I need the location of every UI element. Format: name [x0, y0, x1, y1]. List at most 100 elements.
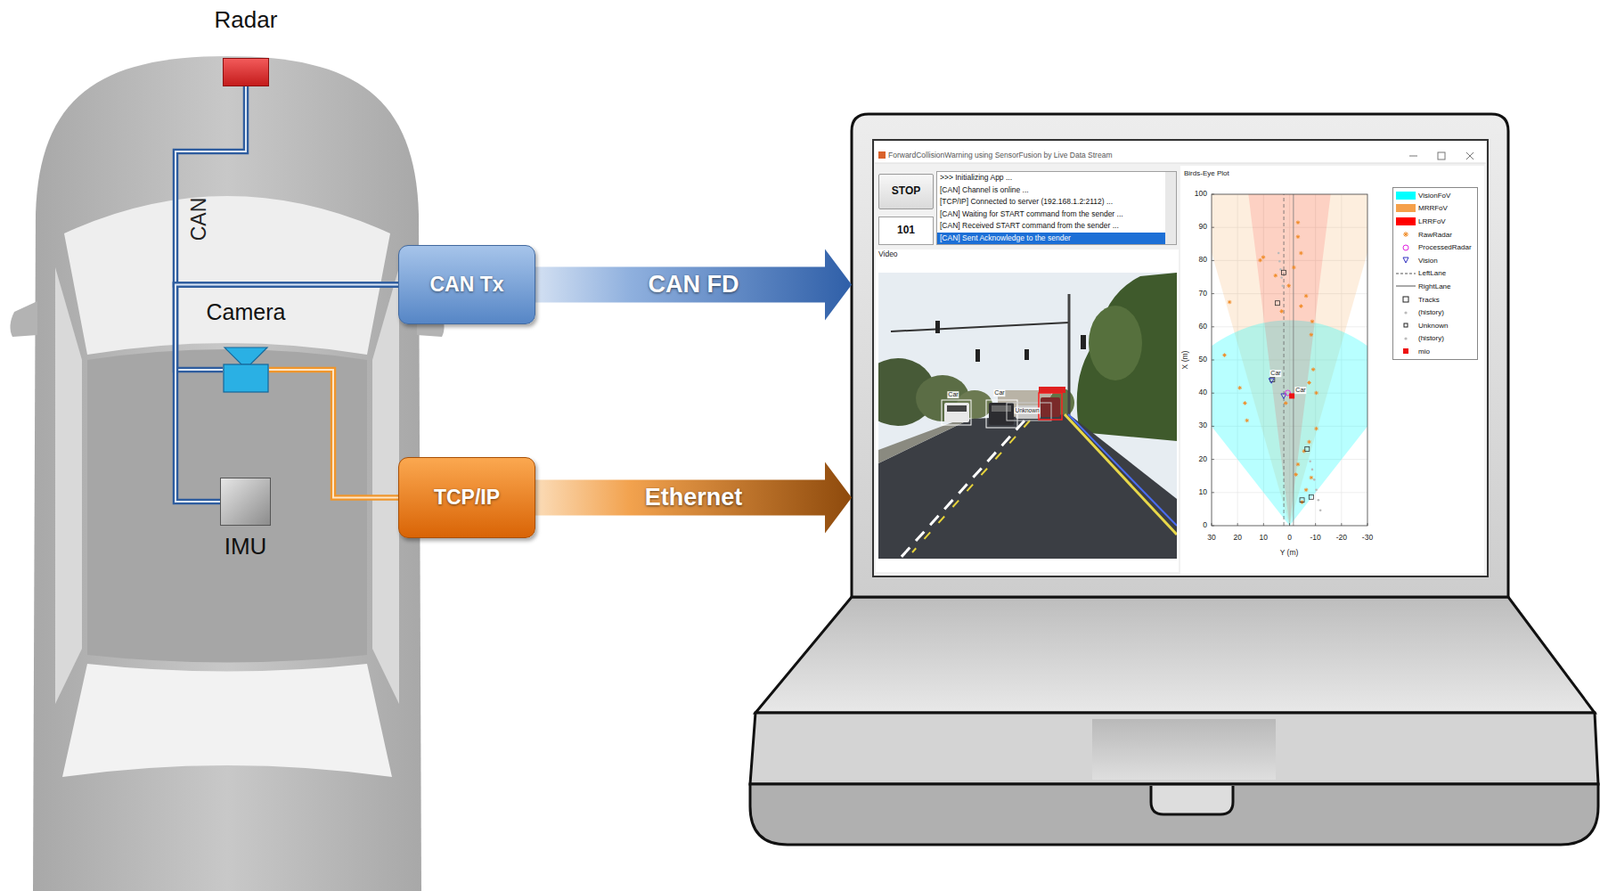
- video-frame: [1038, 392, 1062, 420]
- axis-tick-label: 10: [1259, 533, 1268, 542]
- legend-label: Unknown: [1418, 321, 1448, 330]
- legend-label: ProcessedRadar: [1418, 243, 1472, 252]
- track-marker: [1275, 301, 1281, 306]
- bus-wire: [175, 86, 399, 286]
- axis-ticks: [1237, 522, 1239, 526]
- field-of-view: [1242, 194, 1337, 526]
- track-marker: [1305, 446, 1310, 451]
- bus-wire: [175, 285, 399, 503]
- legend-sample: [1393, 280, 1419, 292]
- track-history: [1319, 508, 1323, 512]
- axis-ticks: [1289, 522, 1290, 526]
- node-label: [TCP/IP] Connected to server (192.168.1.…: [937, 195, 1166, 209]
- legend-sample: [1393, 307, 1419, 319]
- track-marker: [1281, 269, 1286, 275]
- vision-marker: [1268, 378, 1274, 384]
- axis-tick-label: 30: [1207, 533, 1216, 542]
- bus-wire: [175, 285, 399, 371]
- legend-row: mio: [1393, 344, 1478, 359]
- app-window: [875, 249, 1179, 572]
- axis-tick-label: 20: [1232, 533, 1241, 542]
- video-frame: [912, 420, 1030, 553]
- axis-ticks: [1211, 326, 1215, 327]
- legend-row: Vision: [1393, 253, 1478, 268]
- legend-label: (history): [1418, 334, 1445, 343]
- legend-sample: [1393, 268, 1419, 279]
- legend-marker: [1395, 255, 1417, 265]
- legend-swatch: [1403, 348, 1409, 354]
- radar-point: [1298, 303, 1303, 308]
- axis-tick-label: -30: [1362, 533, 1373, 542]
- radar-point: [1242, 400, 1247, 405]
- video-frame: [1068, 293, 1071, 426]
- video-frame: [975, 349, 980, 362]
- node-label: [CAN] Waiting for START command from the…: [937, 208, 1166, 221]
- radar-point: [1311, 367, 1315, 371]
- track-history: [1311, 468, 1315, 472]
- legend-sample: [1393, 203, 1419, 214]
- app-window: [874, 141, 1486, 574]
- video-frame: [1080, 334, 1086, 350]
- legend-marker: [1403, 244, 1409, 251]
- app-window: [1409, 155, 1418, 157]
- video-frame: [1024, 349, 1029, 360]
- text-label: Video: [878, 250, 898, 259]
- legend-label: (history): [1418, 308, 1445, 317]
- legend-sample: [1393, 319, 1419, 331]
- track-history: [1313, 478, 1316, 482]
- legend-marker: [1403, 257, 1409, 263]
- car-silhouette: [55, 267, 82, 704]
- legend-sample: [1393, 242, 1419, 254]
- node-label: IMU: [224, 533, 268, 561]
- legend-sample: [1393, 333, 1419, 344]
- legend-sample: [1393, 345, 1419, 357]
- app-window: [874, 163, 1486, 164]
- legend-swatch: [1395, 191, 1416, 200]
- node-label: [CAN] Channel is online ...: [937, 184, 1166, 197]
- lane-line: [1283, 194, 1285, 526]
- plot-frame: [1211, 194, 1368, 526]
- axis-tick-label: 0: [1287, 533, 1292, 542]
- bus-wire: [175, 285, 399, 371]
- axis-tick-label: 50: [1199, 355, 1208, 364]
- legend-marker: [1395, 269, 1417, 278]
- axis-ticks: [1314, 522, 1316, 526]
- axis-ticks: [1211, 392, 1215, 394]
- block-arrow: [535, 249, 852, 321]
- edge-label: CAN: [187, 197, 211, 242]
- legend-row: (history): [1393, 305, 1478, 319]
- video-frame: [991, 405, 1012, 412]
- axis-tick-label: 90: [1199, 223, 1208, 232]
- legend-row: LRRFoV: [1393, 214, 1478, 229]
- bus-wire: [175, 86, 399, 286]
- video-frame: [988, 402, 1014, 425]
- radar-sensor: Radar: [222, 57, 270, 87]
- radar-point: [1309, 475, 1314, 480]
- car-silhouette: [64, 195, 391, 355]
- legend-row: RawRadar: [1393, 228, 1478, 242]
- block-arrow: [535, 462, 852, 534]
- legend-marker: [1395, 281, 1417, 291]
- camera-sensor: Camera: [222, 346, 270, 393]
- block-arrow: [535, 462, 852, 534]
- log-panel: >>> Initializing App ...[CAN] Channel is…: [936, 171, 1177, 245]
- radar-point: [1222, 352, 1226, 357]
- legend-label: VisionFoV: [1418, 191, 1451, 200]
- node-label: TCP/IP: [433, 485, 500, 509]
- axis-ticks: [1211, 491, 1215, 493]
- legend-label: LeftLane: [1418, 269, 1446, 278]
- camera-icon: [224, 347, 268, 365]
- bus-wire: [175, 285, 399, 503]
- video-frame: [946, 405, 967, 412]
- radar-point: [1273, 273, 1278, 278]
- radar-point: [1304, 293, 1308, 298]
- radar-point: [1314, 391, 1318, 395]
- radar-point: [1291, 265, 1296, 270]
- bus-wire: [269, 369, 399, 498]
- legend-label: Vision: [1418, 256, 1438, 265]
- app-window: [1437, 152, 1445, 160]
- app-window: [878, 151, 886, 159]
- track-marker: [1299, 497, 1305, 503]
- legend-label: LRRFoV: [1418, 217, 1446, 226]
